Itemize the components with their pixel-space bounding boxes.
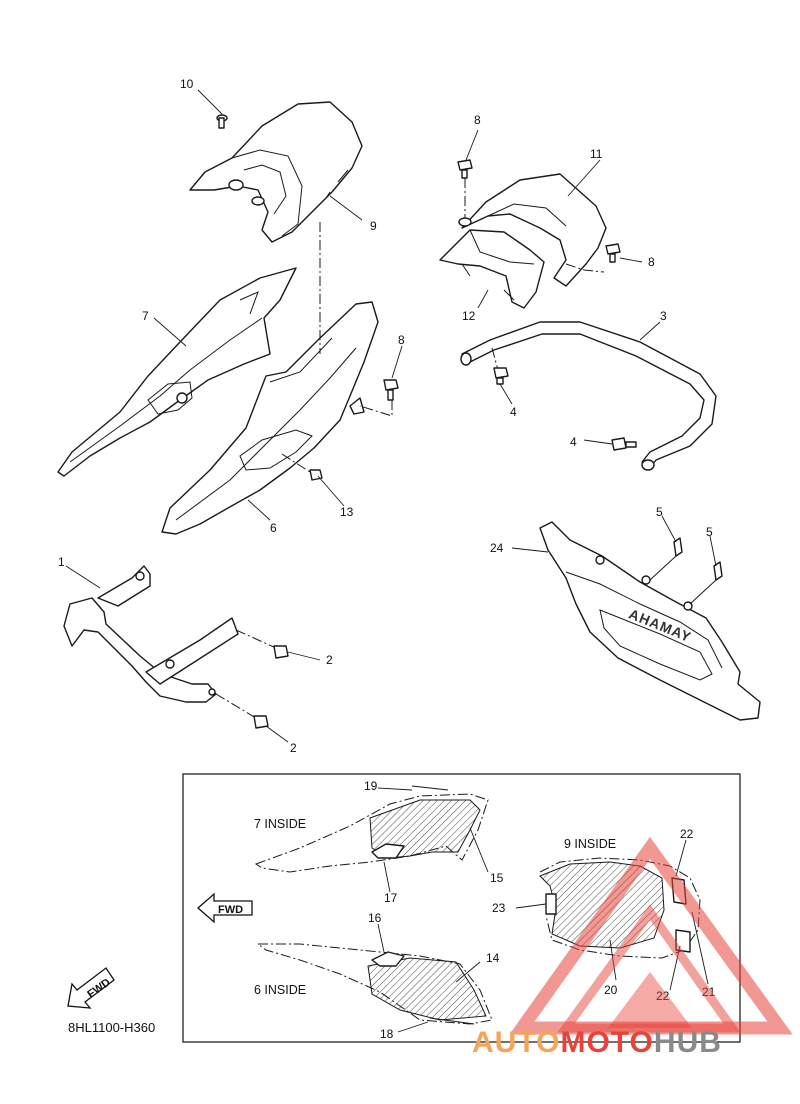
brand-text-auto: AUTO	[472, 1026, 560, 1059]
part-6-side-cover-right	[161, 301, 379, 535]
callout-2-bottom: 2	[290, 741, 297, 755]
part-5-rivet-b	[689, 561, 723, 605]
part-8-bolt-a	[359, 379, 399, 417]
callout-8-right: 8	[648, 255, 655, 269]
fwd-label-inset: FWD	[218, 904, 243, 916]
part-3-grab-bar	[460, 321, 717, 471]
svg-text:AUTOMOTOHUB: AUTOMOTOHUB	[472, 1026, 722, 1059]
automotohub-watermark-logo: AUTOMOTOHUB	[472, 836, 793, 1059]
part-8-bolt-b	[457, 159, 473, 227]
fwd-arrow-corner: FWD	[67, 967, 115, 1009]
part-1-grab-frame	[63, 565, 239, 703]
diagram-code: 8HL1100-H360	[68, 1020, 155, 1035]
callout-numbers: 10 9 8 11 8 12 3 8 4 4 7 6 13 24 5 5 1 2…	[58, 77, 713, 755]
label-7-inside: 7 INSIDE	[254, 817, 306, 831]
callout-4-bottom: 4	[570, 435, 577, 449]
callout-2-top: 2	[326, 653, 333, 667]
part-4-bolt-b	[611, 437, 637, 451]
callout-14: 14	[486, 951, 500, 965]
part-4-bolt-a	[491, 347, 509, 385]
callout-11: 11	[590, 147, 603, 161]
callout-8-top: 8	[474, 113, 481, 127]
callout-20: 20	[604, 983, 618, 997]
part-2-bolt-b	[215, 693, 269, 729]
callout-6: 6	[270, 521, 277, 535]
callout-18: 18	[380, 1027, 394, 1041]
callout-5-right: 5	[706, 525, 713, 539]
callout-15: 15	[490, 871, 504, 885]
part-11-rear-cover	[461, 173, 607, 287]
callout-22-top: 22	[680, 827, 694, 841]
part-2-bolt-a	[235, 629, 289, 659]
part-5-rivet-a	[649, 537, 683, 581]
label-6-inside: 6 INSIDE	[254, 983, 306, 997]
brand-text-moto: MOTO	[560, 1026, 653, 1059]
callout-24: 24	[490, 541, 504, 555]
label-9-inside: 9 INSIDE	[564, 837, 616, 851]
part-10-screw	[216, 114, 228, 129]
callout-12: 12	[462, 309, 476, 323]
callout-23: 23	[492, 901, 506, 915]
part-24-rear-fender: AHAMAY	[539, 521, 761, 721]
part-12-rear-cover-lower	[439, 229, 545, 309]
part-9-seat-cowl	[189, 101, 363, 243]
callout-19: 19	[364, 779, 378, 793]
part-7-side-cover-left	[57, 267, 297, 477]
callout-1: 1	[58, 555, 65, 569]
callout-10: 10	[180, 77, 194, 91]
callout-22-bottom: 22	[656, 989, 670, 1003]
callout-13: 13	[340, 505, 354, 519]
callout-7: 7	[142, 309, 149, 323]
fwd-arrow-inset: FWD	[197, 892, 253, 924]
inset-7-inside	[254, 785, 489, 873]
callout-3: 3	[660, 309, 667, 323]
brand-text-hub: HUB	[654, 1026, 722, 1059]
callout-leaders	[65, 89, 717, 743]
callout-17: 17	[384, 891, 398, 905]
callout-16: 16	[368, 911, 382, 925]
callout-4-top: 4	[510, 405, 517, 419]
callout-9: 9	[370, 219, 377, 233]
callout-5-left: 5	[656, 505, 663, 519]
callout-8-side: 8	[398, 333, 405, 347]
part-8-bolt-c	[605, 243, 621, 263]
inset-6-inside	[256, 943, 493, 1025]
